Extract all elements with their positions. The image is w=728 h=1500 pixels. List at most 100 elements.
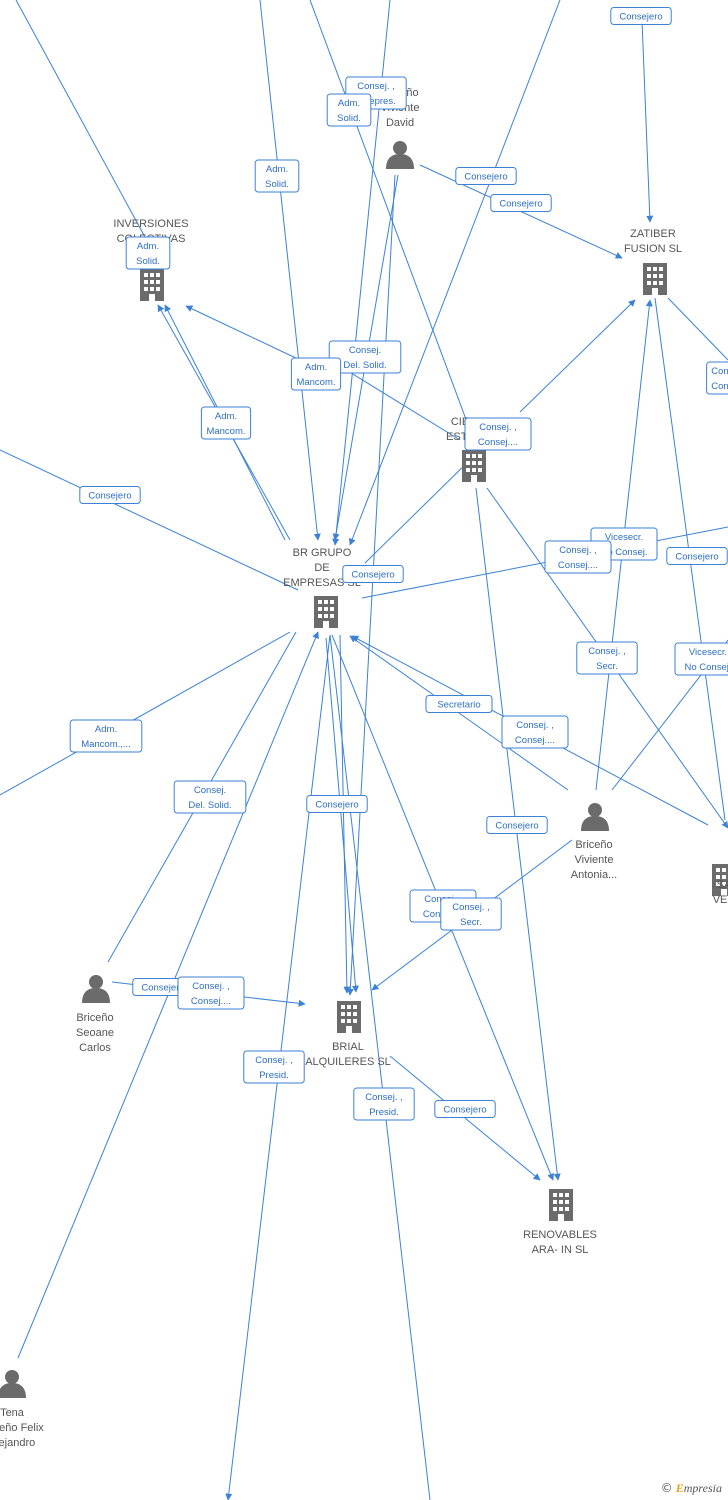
node-renovables[interactable]: RENOVABLES ARA- IN SL [523,1189,597,1256]
edge-label-l24[interactable]: Consejero [486,816,548,834]
edge-label-l13[interactable]: Consejero [342,565,404,583]
node-label: Briceño [575,839,612,851]
label-text: Consejero [88,491,131,502]
node-label: DE [314,562,329,574]
label-box [173,780,247,814]
node-felix[interactable]: TenaBriceño FelixAlejandro [0,1370,44,1449]
edge-4 [348,0,561,546]
edge-14 [364,454,476,564]
label-box [544,540,612,574]
label-text: Adm. [215,411,237,422]
edge-label-l9[interactable]: Adm.Mancom. [290,357,342,391]
edge-label-l30[interactable]: Consej. ,Presid. [353,1087,415,1121]
node-label: ARA- IN SL [532,1244,589,1256]
label-text: Vicepres. [356,96,395,107]
edge-label-l31[interactable]: Consejero [434,1100,496,1118]
edge-label-l17[interactable]: Consej. , Secr. [576,641,638,675]
edge-label-l22[interactable]: Consej.Del. Solid. [173,780,247,814]
node-label: VEN [713,894,728,906]
label-text: Consejero [464,172,507,183]
label-text: Consejero [495,821,538,832]
node-sven[interactable]: SAVEN [712,864,728,906]
label-box [79,486,141,504]
label-box [328,340,402,374]
node-label: INVERSIONES [113,218,188,230]
label-box [243,1050,305,1084]
node-label: David [386,117,414,129]
label-box [254,159,300,193]
edge-label-l21[interactable]: Consej. ,Consej.... [501,715,569,749]
node-label: ZATIBER [630,228,676,240]
edge-label-l3[interactable]: Adm.Solid. [326,93,372,127]
building-icon [140,269,164,301]
label-box [576,641,638,675]
label-box [674,642,728,676]
copyright-footer: © Empresia [661,1481,722,1496]
label-text: Vicesecr. [605,532,643,543]
node-zatiber[interactable]: ZATIBER FUSION SL [624,228,682,295]
node-antonia[interactable]: BriceñoVivienteAntonia... [571,803,617,881]
edge-label-l16[interactable]: Consejero [666,547,728,565]
edge-label-l26[interactable]: Consej. ,Secr. [440,897,502,931]
node-label: ALQUILERES SL [305,1056,391,1068]
label-text: Consej. , [588,646,626,657]
brand-initial: E [675,1481,684,1495]
node-label: FUSION SL [624,243,682,255]
edge-label-l12[interactable]: Consejero [79,486,141,504]
edge-label-l10[interactable]: Adm. Mancom. [200,406,252,440]
label-text: Consejero [351,570,394,581]
building-icon [462,450,486,482]
label-text: Consej. , [516,720,554,731]
label-text: Mancom.,... [81,739,131,750]
node-label: BR GRUPO [293,547,352,559]
edge-label-l6[interactable]: Consejero [490,194,552,212]
label-box [610,7,672,25]
node-label: Carlos [79,1042,111,1054]
edge-label-l11[interactable]: Consej. ,Consej.... [464,417,532,451]
edge-label-l20[interactable]: Secretario [425,695,493,713]
label-text: Del. Solid. [188,800,231,811]
edge-label-l8[interactable]: Consej. Del. Solid. [328,340,402,374]
edge-label-l7[interactable]: Adm.Solid. [125,236,171,270]
node-label: Tena [0,1407,25,1419]
label-text: Adm. [137,241,159,252]
edge-label-l19[interactable]: Adm.Mancom.,... [69,719,143,753]
node-label: Viviente [575,854,614,866]
label-box [464,417,532,451]
edge-7 [346,174,396,996]
label-text: Secr. [596,661,618,672]
label-box [177,976,245,1010]
label-box [353,1087,415,1121]
label-text: Del. Solid. [343,360,386,371]
label-text: Adm. [305,362,327,373]
edge-label-l29[interactable]: Consej. ,Presid. [243,1050,305,1084]
label-box [486,816,548,834]
label-text: Consejero [499,199,542,210]
label-text: Secretario [437,700,480,711]
edge-label-l15[interactable]: Consej. ,Consej.... [544,540,612,574]
edge-label-l28[interactable]: Consej. ,Consej.... [177,976,245,1010]
edge-1 [259,0,321,541]
building-icon [549,1189,573,1221]
label-box [306,795,368,813]
node-label: RENOVABLES [523,1229,597,1241]
label-box [501,715,569,749]
label-text: Mancom. [206,426,245,437]
edge-label-l1[interactable]: Consejero [610,7,672,25]
edge-label-l4[interactable]: Adm.Solid. [254,159,300,193]
edge-0 [15,0,153,251]
edge-label-l18[interactable]: Vicesecr.No Consej. [674,642,728,676]
edge-21 [329,634,431,1500]
edge-13 [519,299,636,413]
edge-label-l5[interactable]: Consejero [455,167,517,185]
label-text: Presid. [259,1070,289,1081]
label-text: Consej. [349,345,381,356]
label-box [200,406,252,440]
edge-label-l23[interactable]: Consejero [306,795,368,813]
